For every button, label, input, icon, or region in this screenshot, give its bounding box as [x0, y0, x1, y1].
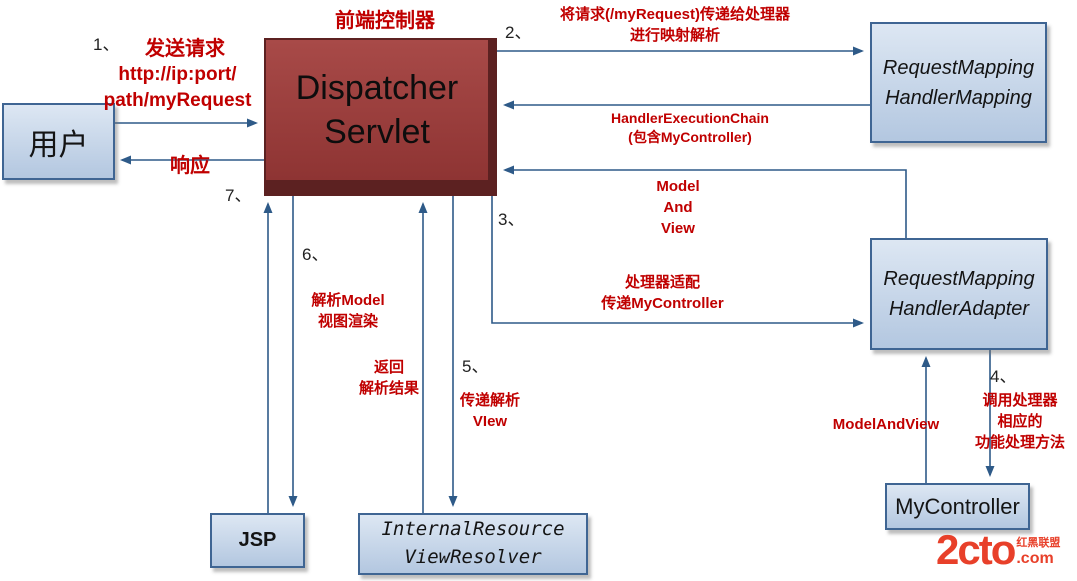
step-5-label: 5、: [462, 357, 489, 376]
return-result-label: 返回 解析结果: [358, 359, 419, 397]
adapter-pass-label: 处理器适配 传递MyController: [601, 274, 724, 312]
parse-model-label: 解析Model 视图渲染: [311, 292, 385, 330]
invoke-handler-label: 调用处理器 相应的 功能处理方法: [974, 392, 1065, 451]
handler-chain-label: HandlerExecutionChain (包含MyController): [611, 110, 769, 145]
handler-adapter-node: RequestMapping HandlerAdapter: [870, 238, 1048, 350]
modelandview-return-label: ModelAndView: [832, 416, 940, 433]
response-label: 响应: [170, 155, 210, 177]
handler-mapping-node: RequestMapping HandlerMapping: [870, 22, 1047, 143]
arrow-handleradapter-to-dispatcher-modelandview: [503, 165, 907, 238]
arrow-dispatcher-to-handleradapter: [491, 196, 864, 328]
dispatcher-servlet-node: Dispatcher Servlet: [264, 38, 497, 196]
jsp-node: JSP: [210, 513, 305, 568]
step-6-label: 6、: [302, 245, 329, 264]
send-request-label: 发送请求: [145, 38, 225, 60]
step-7-label: 7、: [225, 186, 252, 205]
logo-tagline-text: 红黑联盟: [1016, 537, 1061, 549]
user-node: 用户: [2, 103, 115, 180]
request-url-label: http://ip:port/ path/myRequest: [103, 64, 252, 111]
step-3-label: 3、: [498, 210, 525, 229]
view-resolver-node: InternalResource ViewResolver: [358, 513, 588, 575]
site-logo: 2cto 红黑联盟 .com: [936, 526, 1076, 580]
logo-tld-text: .com: [1016, 550, 1054, 567]
step-4-label: 4、: [990, 367, 1017, 386]
my-controller-node: MyController: [885, 483, 1030, 530]
pass-view-label: 传递解析 VIew: [459, 392, 520, 430]
step-1-label: 1、: [93, 35, 120, 54]
dispatcher-servlet-label: Dispatcher Servlet: [264, 38, 490, 182]
pass-request-label: 将请求(/myRequest)传递给处理器 进行映射解析: [559, 6, 791, 44]
front-controller-caption: 前端控制器: [335, 10, 435, 32]
logo-brand-text: 2cto: [936, 526, 1016, 573]
step-2-label: 2、: [505, 23, 532, 42]
model-and-view-label: Model And View: [656, 178, 700, 237]
